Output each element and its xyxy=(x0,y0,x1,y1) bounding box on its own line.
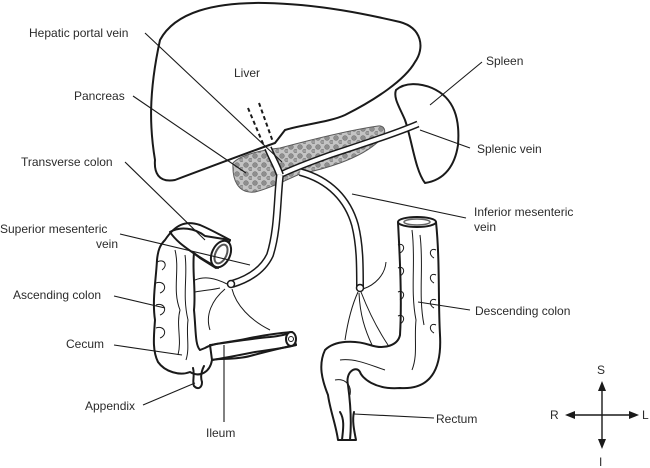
label-ileum: Ileum xyxy=(206,426,235,440)
label-superior-mesenteric-vein-1: Superior mesenteric xyxy=(0,222,107,236)
compass-superior: S xyxy=(597,363,605,377)
transverse-colon xyxy=(169,227,233,269)
spleen xyxy=(394,83,460,184)
compass-right: R xyxy=(550,408,559,422)
rectum xyxy=(339,411,357,441)
label-transverse-colon: Transverse colon xyxy=(21,155,113,169)
label-inferior-mesenteric-vein-1: Inferior mesenteric xyxy=(474,205,573,219)
liver-label: Liver xyxy=(234,66,260,80)
ileum xyxy=(209,331,297,361)
appendix xyxy=(192,365,205,390)
label-pancreas: Pancreas xyxy=(74,89,125,103)
bile-duct xyxy=(258,102,274,143)
arrow-down-icon xyxy=(598,439,606,449)
superior-mesenteric-vein xyxy=(226,174,284,289)
bile-duct xyxy=(247,107,265,147)
pancreas xyxy=(232,125,386,193)
label-appendix: Appendix xyxy=(85,399,135,413)
compass-inferior: I xyxy=(599,455,602,468)
leader-lines xyxy=(113,32,483,422)
liver xyxy=(150,1,422,182)
label-rectum: Rectum xyxy=(436,412,477,426)
arrow-left-icon xyxy=(565,411,575,419)
label-spleen: Spleen xyxy=(486,54,523,68)
label-ascending-colon: Ascending colon xyxy=(13,288,101,302)
drainage-arrows xyxy=(194,261,389,346)
label-splenic-vein: Splenic vein xyxy=(477,142,542,156)
arrow-up-icon xyxy=(598,381,606,391)
inferior-mesenteric-vein xyxy=(298,168,365,293)
label-cecum: Cecum xyxy=(66,337,104,351)
label-inferior-mesenteric-vein-2: vein xyxy=(474,220,496,234)
label-hepatic-portal-vein: Hepatic portal vein xyxy=(29,26,128,40)
arrow-right-icon xyxy=(629,411,639,419)
splenic-vein xyxy=(278,120,420,179)
label-descending-colon: Descending colon xyxy=(475,304,570,318)
label-superior-mesenteric-vein-2: vein xyxy=(96,237,118,251)
compass-left: L xyxy=(642,408,649,422)
orientation-compass: S I R L xyxy=(550,363,649,468)
descending-colon xyxy=(320,216,442,441)
